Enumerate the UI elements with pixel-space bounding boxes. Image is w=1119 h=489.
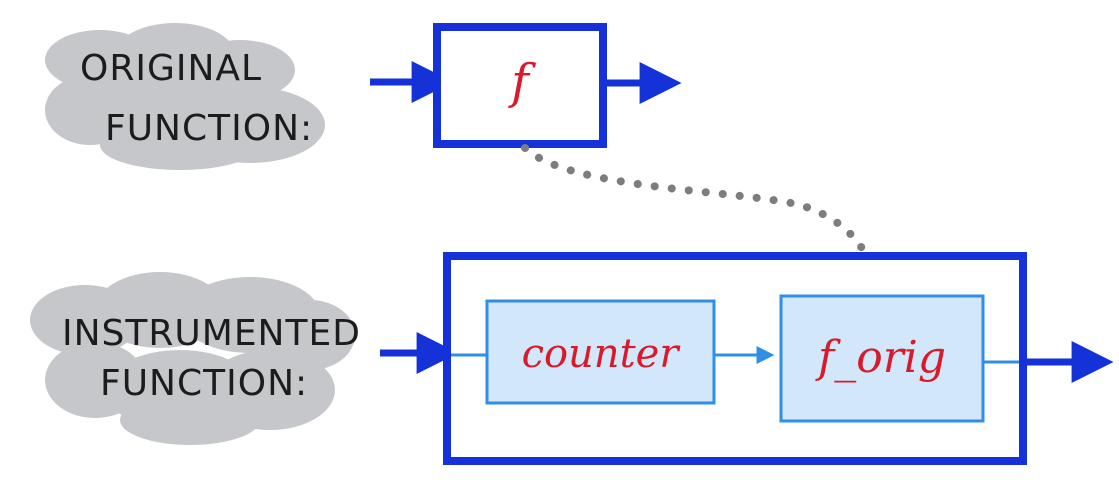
original-function-block: f — [370, 23, 682, 148]
original-function-label-line2: FUNCTION: — [105, 108, 313, 149]
dotted-link — [521, 144, 881, 300]
original-function-label-line1: ORIGINAL — [80, 48, 262, 89]
instrumented-function-cloud: INSTRUMENTED FUNCTION: — [30, 272, 361, 445]
counter-label: counter — [522, 331, 682, 377]
original-function-box — [433, 23, 607, 148]
instrumented-function-block: counter f_orig — [380, 252, 1114, 465]
instrumented-function-label-line1: INSTRUMENTED — [62, 313, 361, 354]
original-function-cloud: ORIGINAL FUNCTION: — [45, 23, 325, 170]
instrumented-function-label-line2: FUNCTION: — [100, 363, 308, 404]
orig-copy-label: f_orig — [815, 332, 946, 383]
orig-copy-box — [779, 294, 985, 423]
counter-box — [485, 299, 716, 405]
